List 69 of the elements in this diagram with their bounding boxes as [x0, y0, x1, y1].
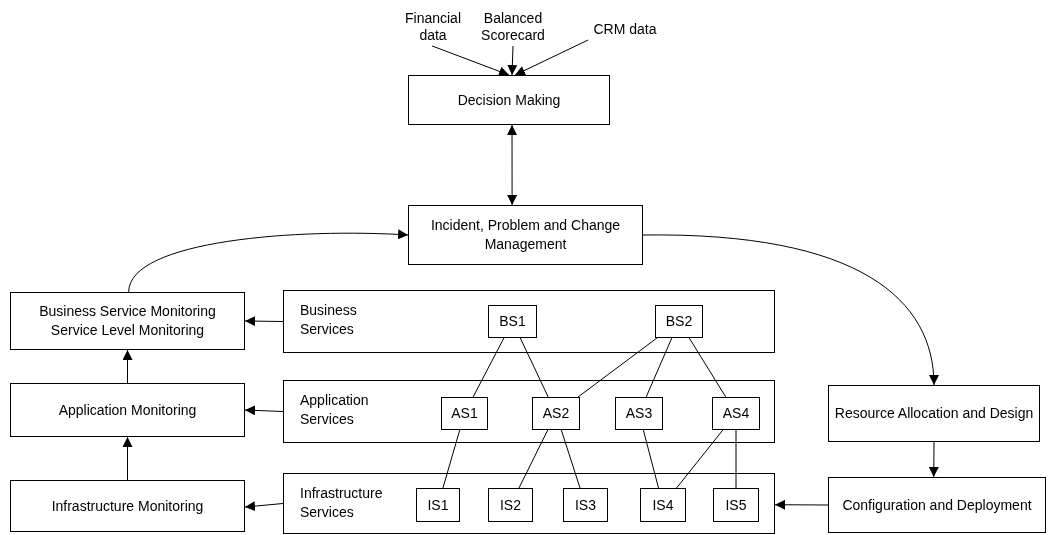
- box-label: IS5: [725, 495, 747, 515]
- connector-line: [442, 429, 461, 489]
- box-label: AS4: [722, 404, 750, 423]
- box-label: AS1: [451, 404, 478, 423]
- layer-heading: Infrastructure Services: [300, 484, 384, 522]
- box-label: BS1: [499, 312, 526, 331]
- connector-line: [676, 429, 724, 489]
- box-label: IS4: [652, 495, 674, 515]
- arrow: [774, 499, 829, 510]
- box-label: Resource Allocation and Design: [834, 404, 1034, 423]
- box-label: Application Monitoring: [58, 400, 197, 420]
- arrow: [928, 441, 939, 478]
- process-box: [10, 383, 245, 437]
- box-label: AS2: [542, 404, 570, 423]
- connector-line: [518, 429, 549, 489]
- box-label: Incident, Problem and Change Management: [429, 216, 622, 254]
- service-box: [441, 397, 488, 430]
- box-label: Business Service Monitoring Service Level Monitoring: [38, 302, 217, 340]
- arrow: [642, 234, 939, 386]
- connector-line: [519, 337, 549, 398]
- service-box: [488, 488, 533, 522]
- process-box: [10, 292, 245, 350]
- connector-line: [472, 337, 505, 398]
- source-label: CRM data: [580, 18, 670, 40]
- source-label: Balanced Scorecard: [474, 8, 552, 46]
- box-label: Configuration and Deployment: [842, 495, 1032, 515]
- service-box: [532, 397, 580, 430]
- service-box: [416, 488, 460, 522]
- connector-line: [577, 337, 658, 398]
- layer-band: [283, 290, 775, 353]
- arrow: [122, 349, 133, 384]
- layer-heading: Business Services: [300, 301, 358, 339]
- arrow: [244, 405, 284, 416]
- arrow: [122, 436, 133, 481]
- service-box: [615, 397, 663, 430]
- layer-band: [283, 380, 775, 443]
- service-box: [655, 305, 703, 338]
- layer-heading: Application Services: [300, 391, 370, 429]
- box-label: AS3: [625, 404, 653, 423]
- process-box: [408, 205, 643, 265]
- service-box: [488, 305, 537, 338]
- arrow: [507, 45, 518, 76]
- arrow: [244, 501, 284, 512]
- connector-line: [560, 429, 581, 489]
- source-label: Financial data: [393, 8, 473, 46]
- box-label: Decision Making: [457, 90, 561, 110]
- service-box: [640, 488, 686, 522]
- arrow: [128, 229, 409, 293]
- arrow: [507, 124, 518, 206]
- process-box: [828, 477, 1046, 533]
- box-label: IS2: [500, 495, 521, 515]
- connector-line: [642, 429, 660, 489]
- service-box: [563, 488, 608, 522]
- service-box: [712, 397, 760, 430]
- arrow: [431, 45, 510, 77]
- process-box: [10, 480, 245, 532]
- process-box: [408, 75, 610, 125]
- layer-band: [283, 473, 775, 534]
- connector-line: [645, 337, 673, 398]
- box-label: BS2: [665, 312, 693, 331]
- process-box: [828, 385, 1040, 442]
- box-label: Infrastructure Monitoring: [51, 496, 204, 516]
- arrow: [514, 39, 589, 76]
- service-box: [713, 488, 759, 522]
- box-label: IS1: [427, 495, 449, 515]
- connector-line: [688, 337, 727, 398]
- box-label: IS3: [575, 495, 596, 515]
- connector-line: [735, 429, 737, 489]
- arrow: [244, 316, 284, 327]
